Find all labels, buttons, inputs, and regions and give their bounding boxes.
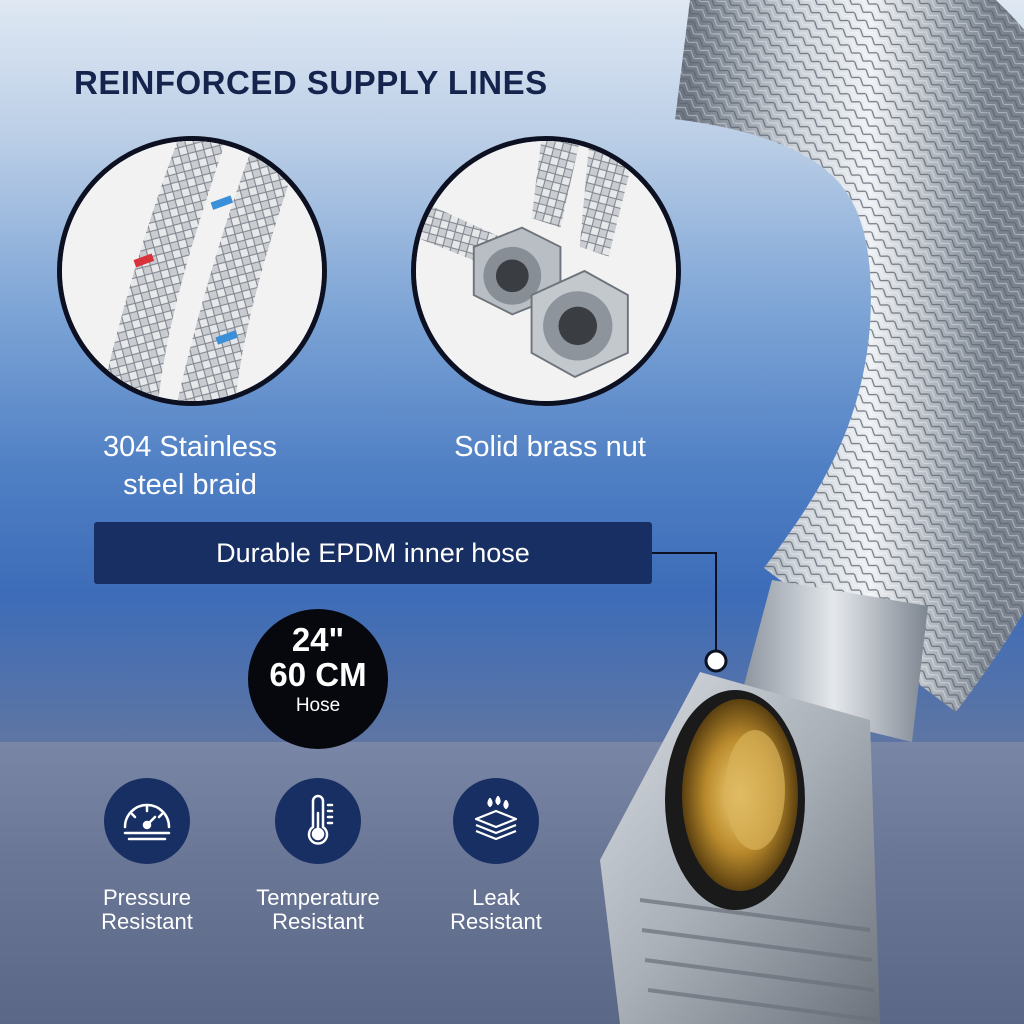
- water-layers-icon: [453, 778, 539, 864]
- brass-nut-closeup-image: [411, 136, 681, 406]
- page-title: REINFORCED SUPPLY LINES: [74, 64, 548, 101]
- braid-caption: 304 Stainless steel braid: [102, 431, 278, 501]
- thermometer-icon: [275, 778, 361, 864]
- callout-leader-line: [652, 552, 728, 673]
- epdm-callout-bar: Durable EPDM inner hose: [94, 522, 652, 584]
- nut-caption: Solid brass nut: [454, 431, 646, 463]
- braid-closeup-image: [57, 136, 327, 406]
- length-badge: 24" 60 CM Hose: [248, 609, 388, 749]
- gauge-icon: [104, 778, 190, 864]
